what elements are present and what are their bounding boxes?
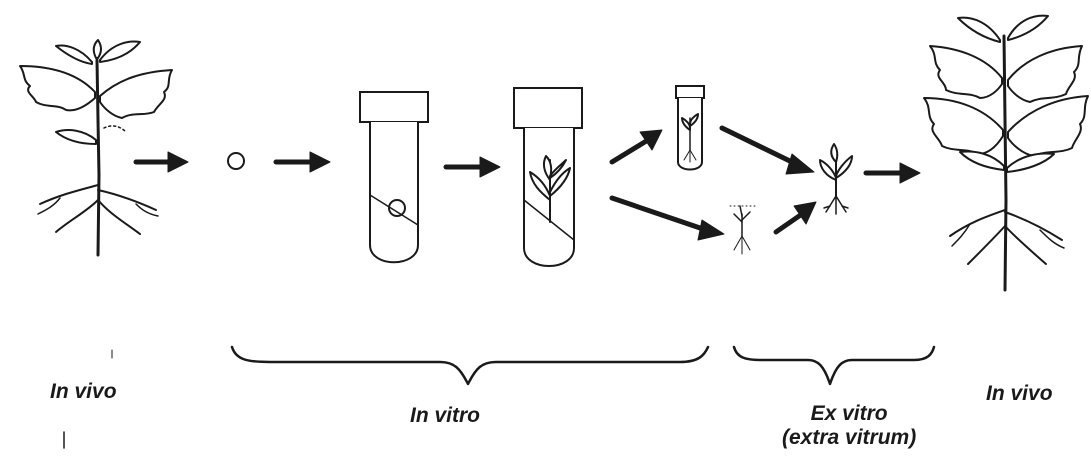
label-in-vivo-right: In vivo [986, 382, 1053, 406]
brace-in-vitro [232, 347, 708, 384]
test-tube-shoot [514, 88, 582, 266]
arrow-hardening-to-plant [866, 163, 920, 183]
explant-circle [228, 153, 244, 169]
label-ex-vitro: Ex vitro (extra vitrum) [782, 402, 916, 450]
plantlet-hardened [820, 144, 852, 214]
label-ex-vitro-line2: (extra vitrum) [782, 426, 916, 450]
label-in-vitro: In vitro [410, 404, 480, 428]
arrow-to-small-tube [612, 130, 662, 162]
arrow-tube-to-tube [446, 157, 500, 177]
label-in-vivo-left: In vivo [50, 380, 117, 404]
arrow-plant-to-explant [136, 152, 188, 172]
arrow-to-plantlet [612, 198, 724, 240]
arrow-tube-to-hardening [722, 128, 814, 174]
mature-plant-right [924, 16, 1088, 290]
label-ex-vitro-line1: Ex vitro [782, 402, 916, 426]
brace-ex-vitro [734, 347, 934, 384]
mother-plant-left [20, 40, 172, 255]
arrow-explant-to-tube [276, 152, 330, 172]
small-tube-rooting [676, 86, 704, 170]
test-tube-explant [360, 92, 428, 262]
arrow-plantlet-to-hardening [776, 202, 816, 232]
plantlet-small [730, 206, 756, 254]
